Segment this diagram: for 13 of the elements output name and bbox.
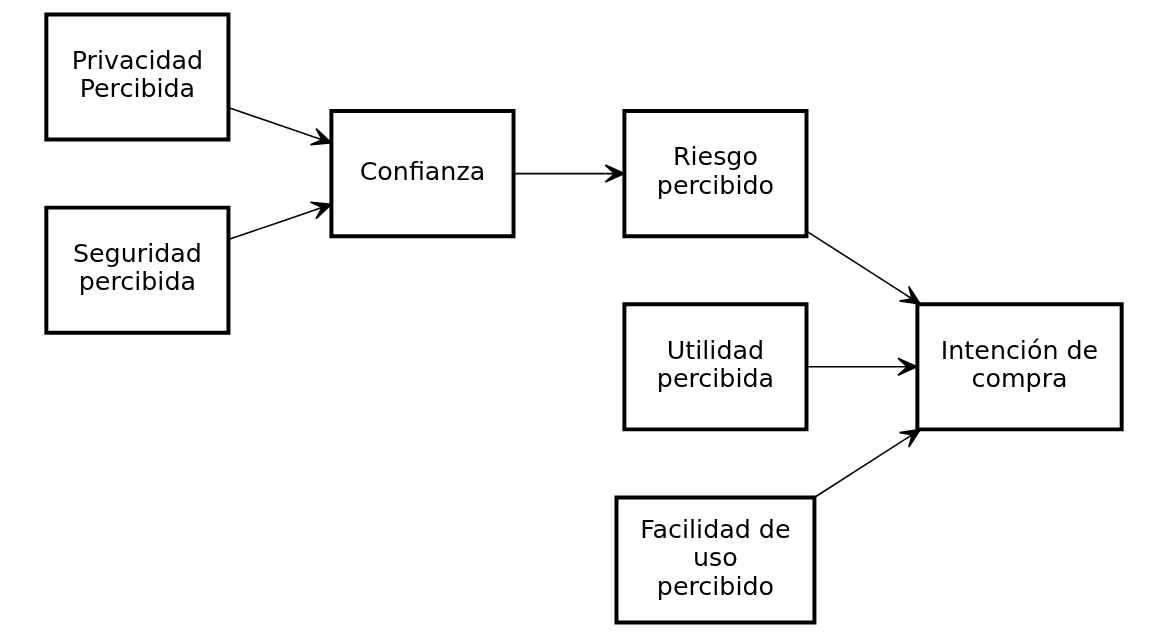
node-box: Intención de compra [915,302,1124,432]
node-box: Utilidad percibida [622,302,809,432]
node-box: Privacidad Percibida [44,12,231,142]
node-box: Confianza [329,109,516,239]
node-box: Riesgo percibido [622,109,809,239]
arrow [806,230,921,305]
arrow [513,164,626,183]
node-box: Facilidad de uso percibido [614,495,817,625]
node-box: Seguridad percibida [44,205,231,335]
arrow [228,107,333,146]
arrow [813,428,921,499]
arrow [806,357,918,377]
arrow [228,201,333,241]
